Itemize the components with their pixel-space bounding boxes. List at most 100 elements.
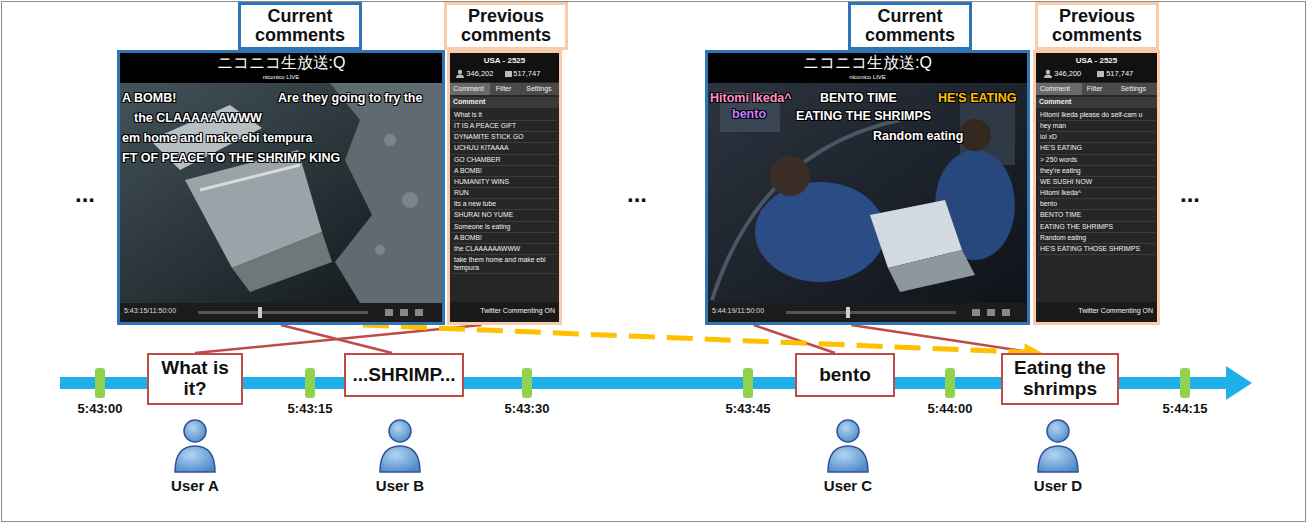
comment-entry: Random eating [1038,233,1155,244]
user-body [175,446,215,472]
player-controls [708,303,1027,322]
connector-group [195,325,1042,353]
heading-box: Current comments [238,2,362,50]
comment-list: What is itIT IS A PEACE GIFTDYNAMITE STI… [452,110,557,274]
player-icon [1002,309,1010,316]
overlay-comment: FT OF PEACE TO THE SHRIMP KING [122,151,340,165]
label-slot: ... [627,180,647,208]
user-body [828,446,868,472]
list-header [1036,97,1157,108]
progress-bar [198,311,368,314]
panel-text: Comment [453,85,483,93]
box-text: What is it? [155,358,235,400]
player-text: 5:44:19/11:50:00 [712,307,764,315]
sample-box-side [232,232,332,292]
comment-box: bento [795,353,895,397]
panel-tabs [1036,83,1157,95]
overlay-comment: Are they going to fry the [278,91,422,105]
text-slot: 517,747 [1106,70,1133,79]
text-slot: 5:43:15/11:50:00 [124,307,176,315]
panel-header [1036,53,1157,82]
time-label: 5:44:00 [928,402,973,417]
comment-panel: USA - 2525346,200517,747CommentFilterSet… [1033,50,1160,325]
text-slot: bento [732,107,766,121]
overlay-comment: Random eating [873,129,963,143]
pilot-body [755,182,885,282]
comment-entry: SHURAI NO YUME [452,210,557,221]
pointer-line [281,325,392,353]
ellipsis: ... [1180,180,1200,208]
video-picture [120,83,442,303]
pilot-head [959,119,991,151]
comment-entry: Someone is eating [452,222,557,233]
panel-text: 346,200 [1054,70,1081,79]
comment-list: Hitomi Ikeda please do self-cam uhey man… [1038,110,1155,255]
panel-text: Comment [453,98,485,106]
viewer-icon [456,75,464,79]
heading-box: Current comments [848,2,972,50]
user-label: User B [376,477,424,494]
player-icon [415,309,423,316]
user-icon [175,420,215,472]
video-ground [708,53,1027,322]
comment-box: ...SHRIMP... [344,353,463,397]
panel-footer [450,302,559,322]
time-tick [95,368,105,398]
overlay-comment: EATING THE SHRIMPS [796,109,931,123]
text-slot: 346,202 [466,70,493,79]
time-label: 5:43:30 [505,402,550,417]
player-icon [400,309,408,316]
active-tab [1036,83,1082,95]
comment-entry: take them home and make ebi tempura [452,255,557,274]
user-body [380,446,420,472]
time-label: 5:43:00 [78,402,123,417]
rock-speckle [402,192,418,208]
box-text: Eating the shrimps [1009,358,1111,400]
comment-entry: bento [1038,199,1155,210]
panel-text: Settings [526,85,551,93]
label-slot: 5:43:45 [726,402,771,417]
user-label: User A [171,477,219,494]
comment-entry: the CLAAAAAAWWW [452,244,557,255]
progress-bar [786,311,956,314]
user-body [1038,446,1078,472]
text-slot: HE'S EATING [938,91,1016,105]
panel-text: Comment [1040,85,1070,93]
player-icon [987,309,995,316]
player-icon [385,309,393,316]
text-slot: 346,200 [1054,70,1081,79]
comment-entry: HE'S EATING [1038,143,1155,154]
time-label: 5:44:15 [1163,402,1208,417]
video-frame: ニコニコ生放送:Qniconico LIVEA BOMB!Are they go… [117,50,445,325]
comment-entry: WE SUSHI NOW [1038,177,1155,188]
label-slot: ... [75,180,95,208]
comment-entry: A BOMB! [452,233,557,244]
time-tick [945,368,955,398]
label-slot: 5:43:30 [505,402,550,417]
text-slot: the CLAAAAAAWWW [134,111,262,125]
text-slot: Comment [453,98,485,106]
heading-box: Previous comments [1035,2,1159,50]
video-picture [708,83,1027,303]
player-text: niconico LIVE [263,74,300,81]
comment-entry: BENTO TIME [1038,210,1155,221]
text-slot: Twitter Commenting ON [1078,307,1153,315]
player-text: ニコニコ生放送:Q [803,54,932,72]
comment-entry: Hitomi Ikeda^ [1038,188,1155,199]
text-slot: FT OF PEACE TO THE SHRIMP KING [122,151,340,165]
panel-text: USA - 2525 [484,56,526,65]
overlay-comment: HE'S EATING [938,91,1016,105]
comment-entry: A BOMB! [452,166,557,177]
comment-entry: > 250 words [1038,155,1155,166]
comment-entry: Hitomi Ikeda please do self-cam u [1038,110,1155,121]
text-slot: 517,747 [513,70,540,79]
time-label: 5:43:45 [726,402,771,417]
progress-knob [846,307,850,318]
comment-icon [505,71,512,77]
claw-edge [200,165,300,190]
text-slot: Settings [526,85,551,93]
viewer-icon [1044,75,1052,79]
panel-ground [1036,53,1157,322]
